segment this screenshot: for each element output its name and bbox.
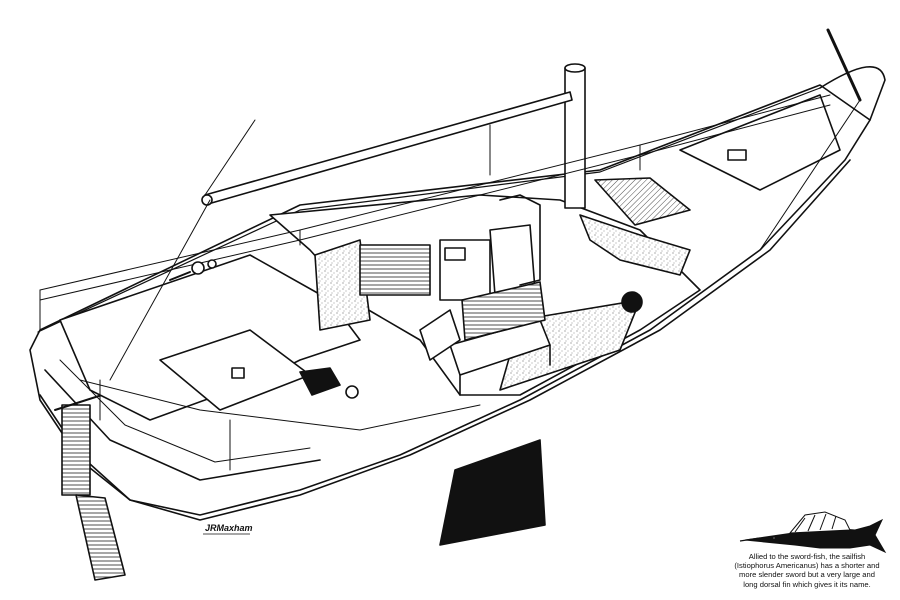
foredeck [679,28,886,191]
lifelines [39,94,861,471]
cabin-interior [269,177,701,396]
winches [169,259,217,281]
caption-line: more slender sword but a very large and [739,570,875,580]
boom [201,91,573,206]
sailfish-caption: Allied to the sword-fish, the sailfish (… [716,552,898,589]
caption-line: Allied to the sword-fish, the sailfish [748,552,866,561]
cockpit [59,254,361,421]
sailfish-icon [739,511,887,554]
mast [564,63,586,209]
keel [439,439,546,546]
caption-line: long dorsal fin which gives it its name. [743,579,871,589]
artist-signature: JRMaxham [205,523,253,533]
caption-line: (Istiophorus Americanus) has a shorter a… [734,561,880,571]
